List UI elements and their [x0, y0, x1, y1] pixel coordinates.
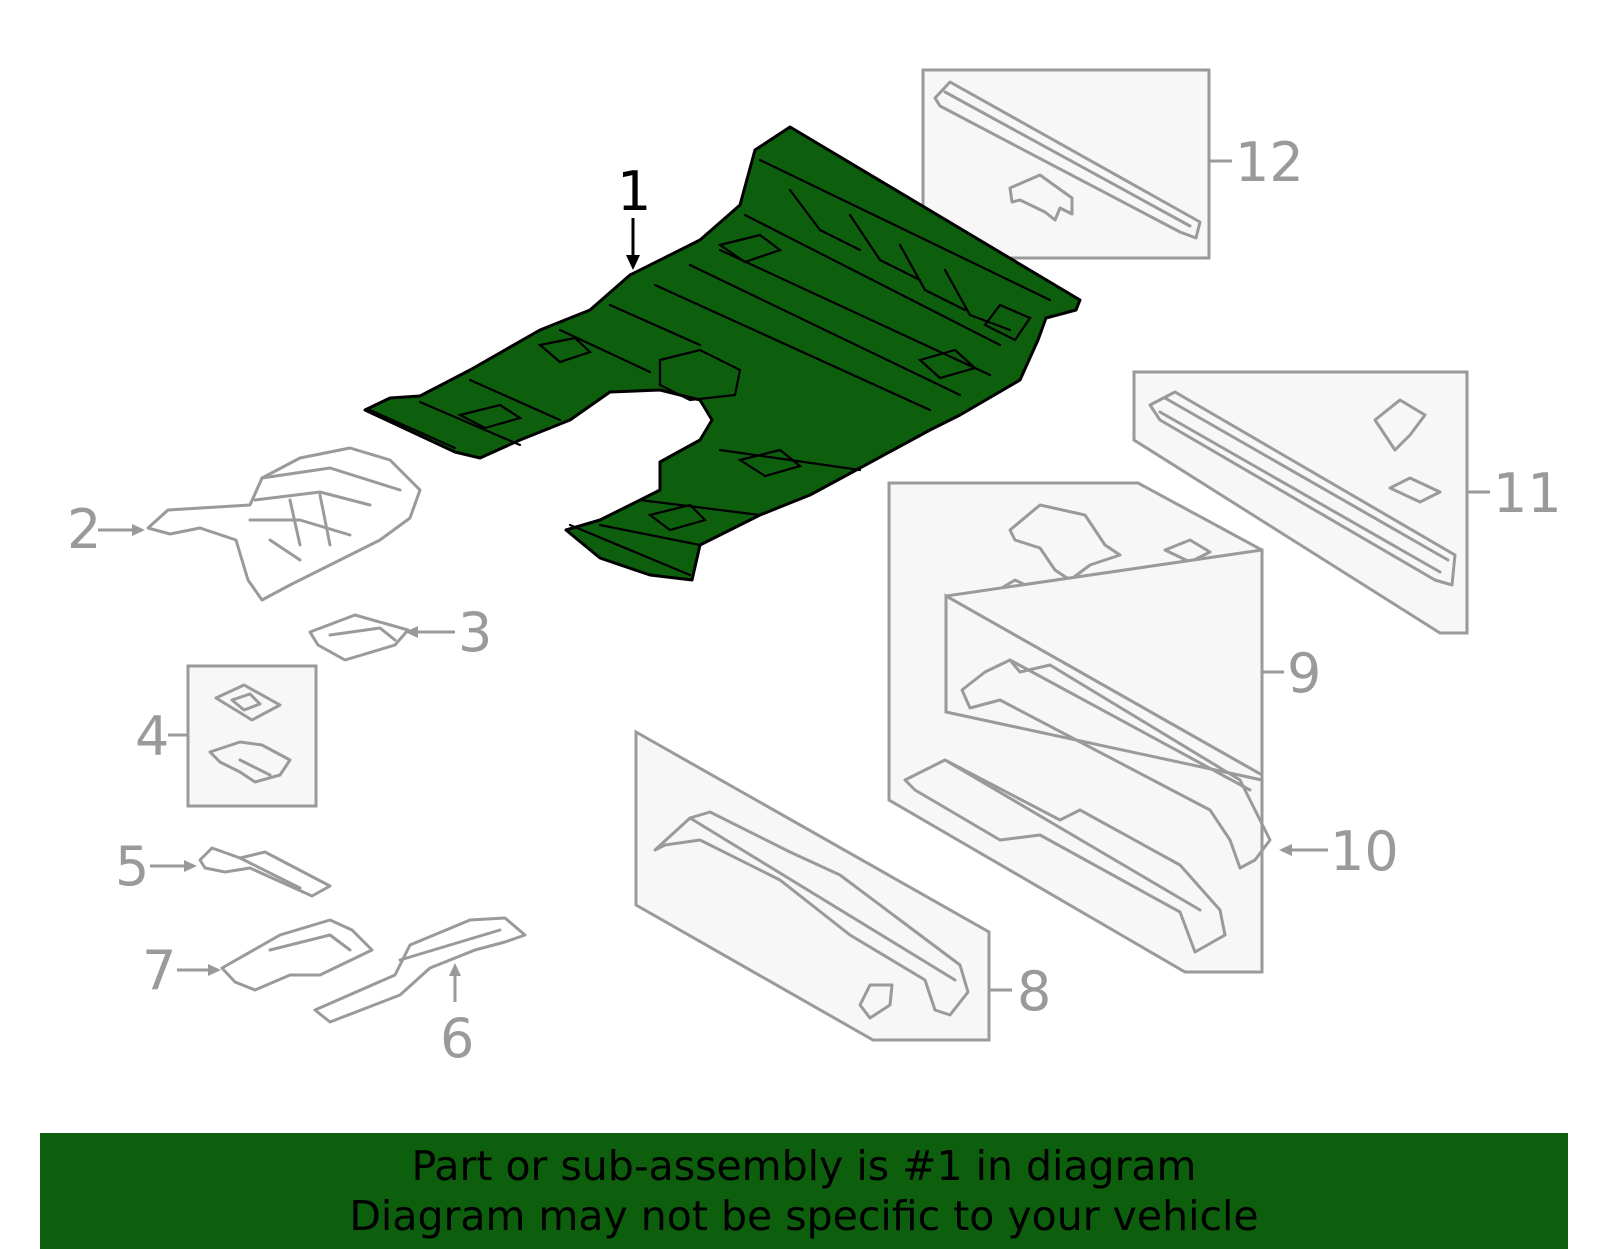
part-11-bracket [1373, 398, 1427, 452]
callout-11[interactable]: 11 [1493, 462, 1562, 525]
banner-line-2: Diagram may not be specific to your vehi… [349, 1192, 1259, 1240]
part-9-rail [903, 758, 1227, 954]
callout-8[interactable]: 8 [1017, 960, 1051, 1023]
callout-12[interactable]: 12 [1235, 131, 1304, 194]
part-4-box [186, 664, 318, 808]
part-3-bracket [308, 613, 410, 662]
callout-5[interactable]: 5 [115, 835, 149, 898]
part-6-rail [313, 916, 527, 1024]
callout-10[interactable]: 10 [1330, 820, 1399, 883]
callout-2[interactable]: 2 [67, 498, 101, 561]
part-10-box [944, 593, 1264, 782]
part-12-bracket [1008, 173, 1074, 222]
floor-pan-outline [363, 125, 1082, 582]
part-12-box [921, 68, 1211, 260]
banner-line-1: Part or sub-assembly is #1 in diagram [411, 1142, 1197, 1190]
part-5-bracket [198, 846, 332, 898]
part-4-group[interactable]: 4 [135, 664, 318, 808]
callout-7[interactable]: 7 [142, 939, 176, 1002]
part-8-rail [653, 810, 970, 1017]
notice-banner: Part or sub-assembly is #1 in diagram Di… [40, 1133, 1568, 1249]
part-10-rail [960, 658, 1272, 870]
part-9-plate [1163, 538, 1212, 564]
part-11-plate [1388, 476, 1442, 504]
part-10-group[interactable]: 10 [944, 548, 1399, 883]
part-11-crossmember [1148, 390, 1457, 587]
part-8-group[interactable]: 8 [634, 729, 1051, 1042]
part-3-group[interactable]: 3 [308, 601, 492, 664]
parts-diagram: 12 1 [67, 68, 1562, 1070]
callout-1[interactable]: 1 [617, 160, 651, 223]
callout-3[interactable]: 3 [458, 601, 492, 664]
part-2-group[interactable]: 2 [67, 446, 422, 602]
part-7-panel [220, 918, 374, 992]
part-11-group[interactable]: 11 [1132, 370, 1562, 635]
part-7-group[interactable]: 7 [142, 918, 374, 1002]
callout-9[interactable]: 9 [1287, 642, 1321, 705]
part-6-group[interactable]: 6 [313, 916, 527, 1070]
part-4-bracket [208, 740, 292, 784]
part-5-group[interactable]: 5 [115, 835, 332, 898]
part-8-block [858, 983, 894, 1020]
part-2-panel [146, 446, 422, 602]
part-9-bracket-a [1008, 503, 1122, 582]
part-12-group[interactable]: 12 [921, 68, 1304, 260]
part-12-crossmember [933, 80, 1202, 240]
part-8-box [634, 729, 991, 1042]
part-1-floor-pan[interactable] [363, 125, 1082, 582]
callout-6[interactable]: 6 [440, 1007, 474, 1070]
part-4-plate [214, 683, 282, 722]
part-1-callout[interactable]: 1 [617, 160, 651, 270]
callout-4[interactable]: 4 [135, 705, 169, 768]
